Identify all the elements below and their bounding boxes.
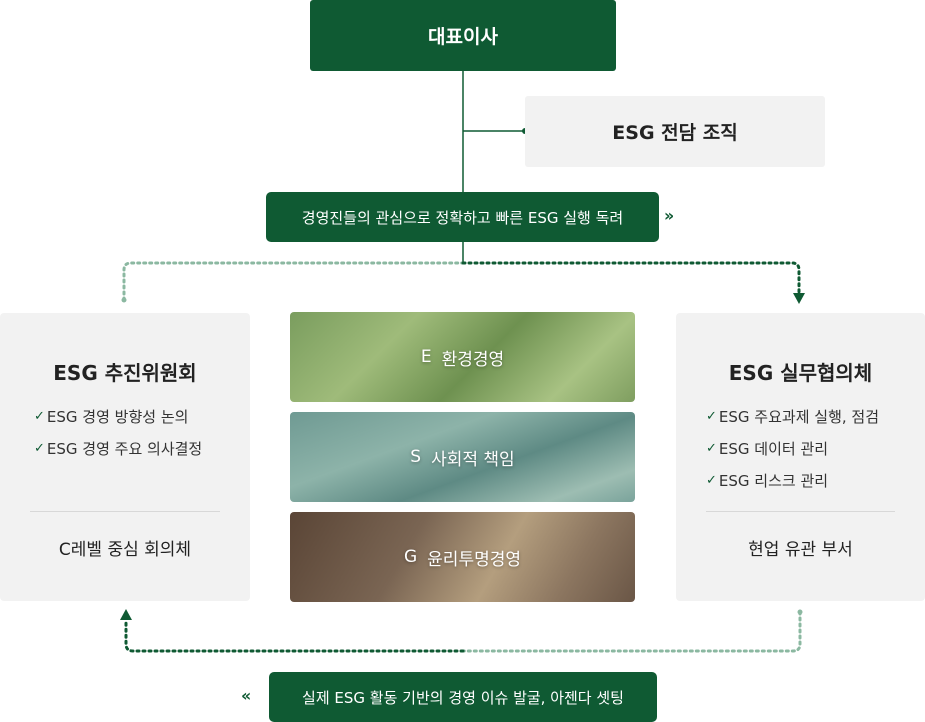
council-item-label: ESG 리스크 관리 [718,472,829,490]
pillar-label: 사회적 책임 [431,449,515,470]
committee-panel: ESG 추진위원회 ✓ESG 경영 방향성 논의 ✓ESG 경영 주요 의사결정… [0,313,250,601]
council-item-label: ESG 주요과제 실행, 점검 [718,408,880,426]
list-item: ✓ESG 리스크 관리 [676,469,925,501]
bottom-dotted-left [124,618,465,653]
pillar-letter: S [410,447,422,467]
top-dotted-right [461,261,801,294]
divider [30,511,220,512]
esg-org-label: ESG 전담 조직 [612,122,738,144]
council-title: ESG 실무협의체 [728,361,873,385]
list-item: ✓ESG 경영 방향성 논의 [0,405,250,437]
bottom-dotted-right [461,610,802,653]
feedback-pill: 실제 ESG 활동 기반의 경영 이슈 발굴, 아젠다 셋팅 [269,672,657,722]
ceo-label: 대표이사 [428,26,498,48]
chevron-left-icon: ‹‹ [241,686,251,705]
committee-list: ✓ESG 경영 방향성 논의 ✓ESG 경영 주요 의사결정 [0,405,250,469]
pillar-environment: E 환경경영 [290,312,635,402]
committee-footer: C레벨 중심 회의체 [58,540,192,560]
arrow-down-council [793,293,805,304]
check-icon: ✓ [706,473,717,488]
divider [706,511,895,512]
pillar-label: 환경경영 [441,349,505,370]
esg-org-box: ESG 전담 조직 [525,96,825,167]
check-icon: ✓ [34,409,45,424]
pillar-social: S 사회적 책임 [290,412,635,502]
council-footer: 현업 유관 부서 [748,540,853,560]
council-list: ✓ESG 주요과제 실행, 점검 ✓ESG 데이터 관리 ✓ESG 리스크 관리 [676,405,925,501]
pillar-letter: E [420,347,432,367]
check-icon: ✓ [34,441,45,456]
committee-item-label: ESG 경영 방향성 논의 [46,408,189,426]
council-panel: ESG 실무협의체 ✓ESG 주요과제 실행, 점검 ✓ESG 데이터 관리 ✓… [676,313,925,601]
mandate-pill: 경영진들의 관심으로 정확하고 빠른 ESG 실행 독려 [266,192,659,242]
pillar-label: 윤리투명경영 [427,549,522,570]
mandate-label: 경영진들의 관심으로 정확하고 빠른 ESG 실행 독려 [301,208,624,227]
list-item: ✓ESG 주요과제 실행, 점검 [676,405,925,437]
ceo-box: 대표이사 [310,0,616,71]
bottom-dotted-right-end [797,609,803,615]
list-item: ✓ESG 경영 주요 의사결정 [0,437,250,469]
chevron-right-icon: ›› [664,206,674,225]
committee-item-label: ESG 경영 주요 의사결정 [46,440,203,458]
pillar-letter: G [403,547,418,567]
list-item: ✓ESG 데이터 관리 [676,437,925,469]
check-icon: ✓ [706,409,717,424]
committee-title: ESG 추진위원회 [53,361,197,385]
arrow-up-committee [120,609,132,620]
check-icon: ✓ [706,441,717,456]
pillar-governance: G 윤리투명경영 [290,512,635,602]
top-dotted-left-end [121,297,127,303]
top-dotted-left [122,261,465,302]
feedback-label: 실제 ESG 활동 기반의 경영 이슈 발굴, 아젠다 셋팅 [302,688,624,707]
council-item-label: ESG 데이터 관리 [718,440,829,458]
